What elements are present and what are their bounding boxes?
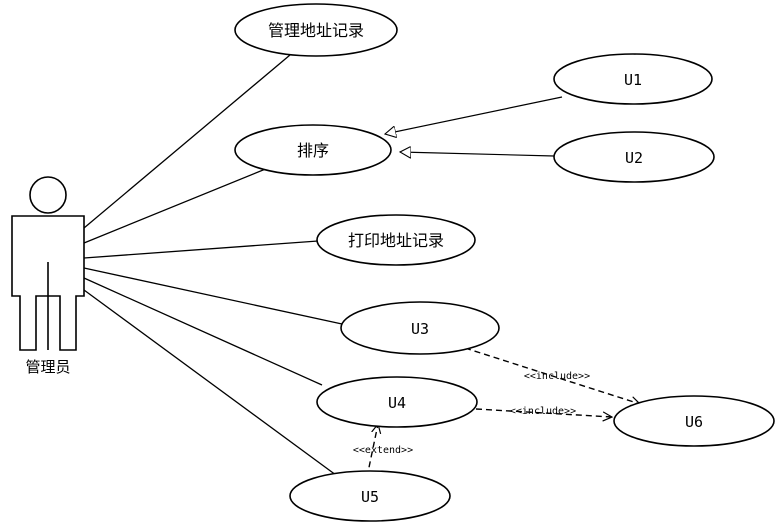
use-case-manage-records: 管理地址记录: [234, 3, 398, 57]
actor-label: 管理员: [25, 358, 70, 376]
generalization-u2-sort: [400, 152, 555, 156]
assoc-u4: [83, 277, 323, 386]
use-case-u5: U5: [289, 470, 451, 522]
use-case-manage-label: 管理地址记录: [268, 21, 364, 40]
include-u4-u6: [475, 408, 612, 417]
extend-label-u5-u4: <<extend>>: [353, 445, 413, 456]
include-label-u4-u6: <<include>>: [510, 406, 576, 417]
assoc-sort: [83, 167, 269, 244]
generalization-u1-sort: [385, 96, 563, 134]
extend-u5-u4: [366, 424, 378, 478]
use-case-u3: U3: [340, 301, 500, 355]
use-case-print-label: 打印地址记录: [348, 231, 444, 250]
assoc-manage: [83, 54, 291, 229]
use-case-u5-label: U5: [361, 488, 379, 506]
use-case-u4-label: U4: [388, 394, 406, 412]
use-case-sort: 排序: [234, 124, 392, 176]
include-label-u3-u6: <<include>>: [524, 371, 590, 382]
use-case-u3-label: U3: [411, 320, 429, 338]
assoc-u3: [83, 267, 343, 325]
actor-head: [29, 176, 67, 214]
use-case-u4: U4: [316, 376, 478, 428]
use-case-u2-label: U2: [625, 149, 643, 167]
use-case-u1: U1: [553, 53, 713, 105]
use-case-u1-label: U1: [624, 71, 642, 89]
use-case-print-records: 打印地址记录: [316, 214, 476, 266]
use-case-u2: U2: [553, 131, 715, 183]
assoc-u5: [83, 289, 341, 479]
actor-admin: 管理员: [11, 176, 85, 376]
assoc-print: [83, 240, 319, 259]
use-case-sort-label: 排序: [297, 141, 329, 160]
use-case-u6: U6: [613, 395, 775, 447]
include-u3-u6: [464, 347, 640, 404]
use-case-u6-label: U6: [685, 413, 703, 431]
